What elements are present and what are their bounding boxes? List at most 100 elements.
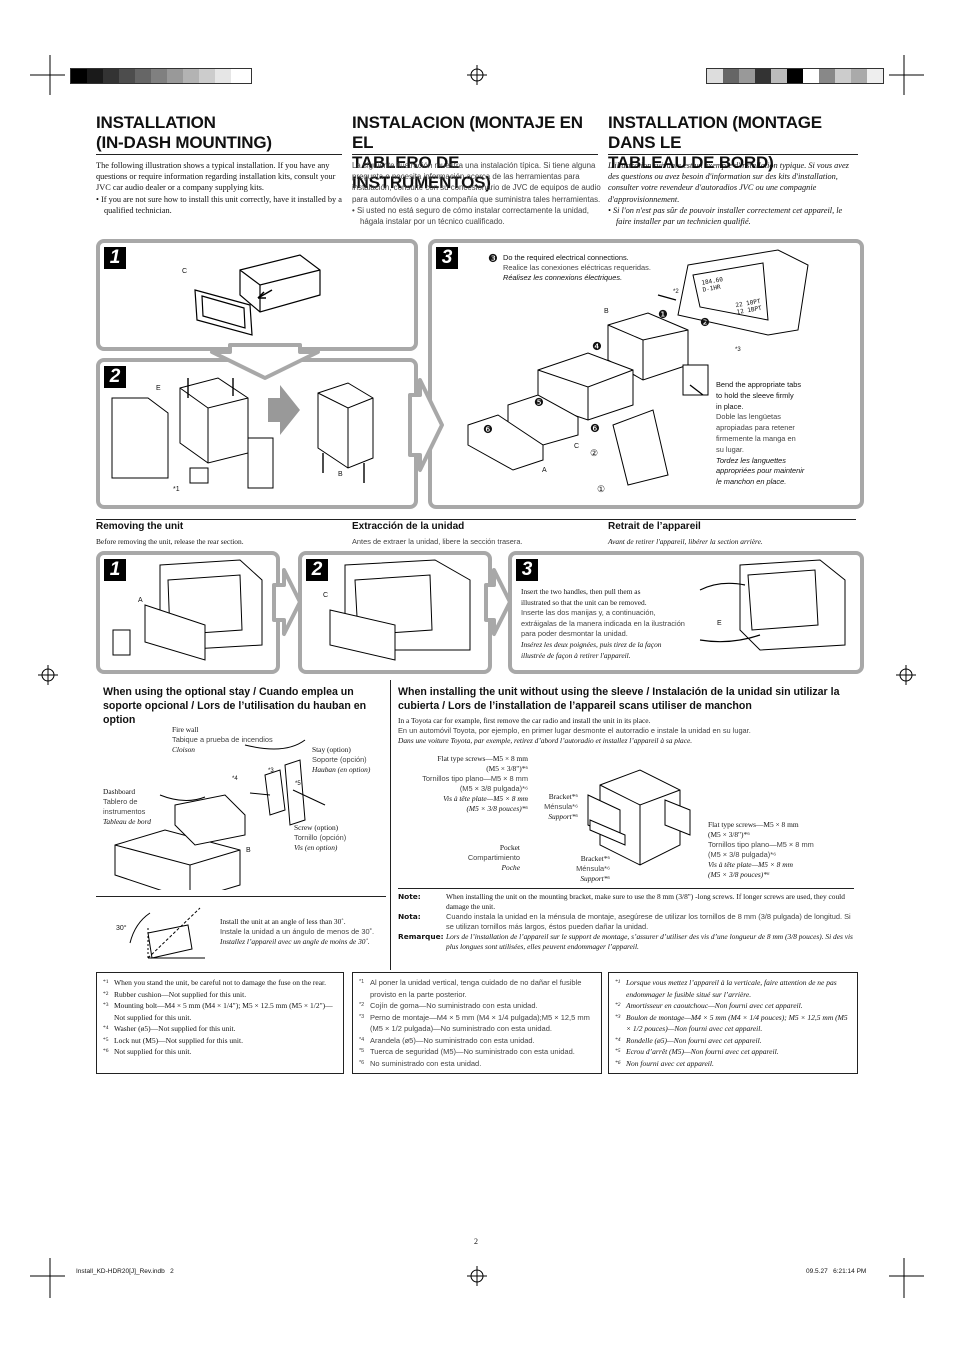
heading-en: INSTALLATION(IN-DASH MOUNTING): [96, 113, 272, 152]
marker-n5: ❺: [534, 397, 544, 409]
footnote-marker: *5: [615, 1048, 621, 1054]
divider-vertical: [390, 680, 391, 970]
label-pocket: Pocket Compartimiento Poche: [467, 843, 520, 872]
footnote-text: Tuerca de seguridad (M5)—No suministrado…: [370, 1047, 575, 1056]
footnote-marker: *6: [359, 1059, 365, 1066]
label-c-2: C: [574, 443, 580, 450]
label-m5: *5: [295, 781, 301, 787]
footnote-text: No suministrado con esta unidad.: [370, 1058, 482, 1068]
label-screw: Screw (option) Tornillo (opción) Vis (en…: [294, 823, 347, 852]
label-m3-b: *3: [268, 768, 274, 774]
footnote-item: *6 Non fourni avec cet appareil.: [615, 1058, 851, 1070]
footnote-marker: *1: [615, 979, 621, 985]
label-c-1: C: [182, 268, 188, 275]
footnote-text: Perno de montaje—M4 × 5 mm (M4 × 1/4 pul…: [370, 1012, 590, 1034]
label-a-2: A: [138, 597, 143, 604]
footnote-text: When you stand the unit, be careful not …: [114, 978, 327, 987]
step2-illustration: [111, 377, 374, 489]
removing-text-fr: Avant de retirer l'appareil, libérer la …: [608, 537, 763, 546]
footnote-item: *1 Lorsque vous mettez l’appareil à la ve…: [615, 977, 851, 1000]
removing-title-es: Extracción de la unidad: [352, 521, 465, 532]
intro-fr: L'illustration suivante est un exemple d…: [608, 161, 849, 227]
marker-c1: ①: [597, 484, 606, 494]
intro-en: The following illustration shows a typic…: [96, 161, 342, 215]
marker-n1: ❶: [658, 309, 668, 321]
label-30deg: 30°: [116, 925, 127, 932]
footnote-text: Washer (ø5)—Not supplied for this unit.: [114, 1024, 236, 1033]
color-bar-left: [70, 68, 252, 84]
step3-number: 3: [436, 247, 458, 269]
remove-step1-number: 1: [104, 559, 126, 581]
angle-note: Install the unit at an angle of less tha…: [220, 917, 375, 946]
removing-text-en: Before removing the unit, release the re…: [96, 537, 244, 546]
step2-number: 2: [104, 366, 126, 388]
footnote-text: Not supplied for this unit.: [114, 1047, 192, 1056]
step3-note: Do the required electrical connections. …: [503, 253, 651, 282]
remove-note: Insert the two handles, then pull them a…: [521, 587, 685, 660]
removing-title-en: Removing the unit: [96, 521, 184, 532]
label-a-1: A: [542, 467, 547, 474]
label-flat-screws-left: Flat type screws—M5 × 8 mm (M5 × 3/8")*⁶…: [422, 754, 528, 813]
footnote-text: Boulon de montage—M4 × 5 mm (M4 × 1/4 po…: [626, 1012, 848, 1034]
label-dashboard: Dashboard Tablero de instrumentos Tablea…: [103, 787, 151, 826]
remove-step2-number: 2: [306, 559, 328, 581]
label-bracket-bottom: Bracket*⁶ Ménsula*⁶ Support*⁶: [576, 854, 610, 883]
footnotes-en: *1 When you stand the unit, be careful no…: [96, 972, 344, 1074]
stay-title: When using the optional stay / Cuando em…: [103, 686, 367, 726]
footnote-marker: *1: [359, 979, 365, 985]
footnote-text: Lorsque vous mettez l’appareil à la vert…: [626, 978, 837, 999]
label-b-2: B: [604, 308, 609, 315]
marker-c2: ②: [590, 448, 599, 458]
label-c-3: C: [323, 592, 329, 599]
footnote-marker: *2: [359, 1002, 365, 1008]
footnote-text: Cojín de goma—No suministrado con esta u…: [370, 1001, 538, 1010]
footnotes-fr: *1 Lorsque vous mettez l’appareil à la ve…: [608, 972, 858, 1074]
footnote-text: Lock nut (M5)—Not supplied for this unit…: [114, 1035, 243, 1045]
sleeve-notes: Note: When installing the unit on the mo…: [398, 892, 853, 951]
label-b-1: B: [338, 471, 343, 478]
footnote-item: *5 Lock nut (M5)—Not supplied for this un…: [103, 1035, 337, 1047]
step-arrows: [210, 343, 444, 472]
step3-illustration: [467, 249, 809, 486]
footnote-marker: *6: [615, 1059, 621, 1066]
footnote-text: Non fourni avec cet appareil.: [626, 1058, 714, 1068]
label-e-2: E: [717, 620, 722, 627]
sleeve-title: When installing the unit without using t…: [398, 686, 840, 712]
remove-illustrations: [112, 559, 846, 661]
angle-illustration: [129, 907, 205, 959]
step1-number: 1: [104, 247, 126, 269]
sleeve-intro: In a Toyota car for example, first remov…: [398, 716, 751, 745]
removing-title-fr: Retrait de l’appareil: [608, 521, 701, 532]
label-bracket-left: Bracket*⁶ Ménsula*⁶ Support*⁶: [544, 792, 578, 821]
footnote-marker: *1: [103, 979, 109, 985]
footnote-text: Mounting bolt—M4 × 5 mm (M4 × 1/4"); M5 …: [114, 1001, 333, 1022]
footnote-text: Rondelle (ø5)—Non fourni avec cet appare…: [626, 1035, 762, 1045]
slug-date: 09.5.27 6:21:14 PM: [806, 1268, 867, 1275]
footnote-text: Arandela (ø5)—No suministrado con esta u…: [370, 1035, 535, 1045]
footnote-marker: *5: [103, 1036, 109, 1043]
footnote-item: *1 When you stand the unit, be careful no…: [103, 977, 337, 989]
slug-file: Install_KD-HDR20[J]_Rev.indb 2: [76, 1268, 174, 1275]
footnote-marker: *2: [103, 990, 109, 997]
remove-step3-number: 3: [516, 559, 538, 581]
marker-n6a: ❻: [483, 424, 493, 436]
label-b-3: B: [246, 847, 251, 854]
label-flat-screws-right: Flat type screws—M5 × 8 mm (M5 × 3/8")*⁶…: [708, 820, 814, 879]
marker-n2: ❷: [700, 317, 710, 329]
remove-arrows: [272, 568, 512, 636]
footnote-marker: *3: [103, 1002, 109, 1008]
footnote-item: *6 No suministrado con esta unidad.: [359, 1058, 595, 1070]
label-m1: *1: [173, 486, 180, 493]
label-stay: Stay (option) Soporte (opción) Hauban (e…: [312, 745, 371, 774]
footnote-marker: *2: [615, 1002, 621, 1008]
